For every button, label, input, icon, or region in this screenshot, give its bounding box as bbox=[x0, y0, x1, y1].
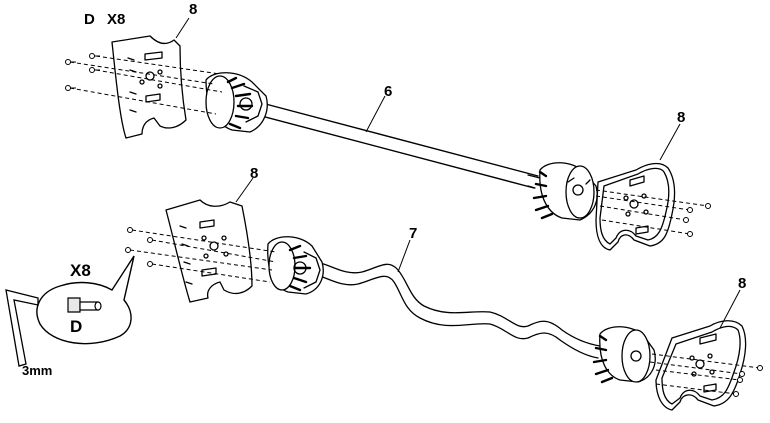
part-number-label: 8 bbox=[677, 110, 685, 125]
screw-icon bbox=[66, 60, 77, 65]
part-number-label: 8 bbox=[738, 276, 746, 291]
screw-icon bbox=[734, 392, 739, 397]
screw-icon bbox=[90, 68, 101, 73]
hex-key-icon bbox=[6, 290, 38, 366]
screw-icon bbox=[128, 228, 133, 233]
screw-icon bbox=[90, 54, 101, 59]
screw-icon bbox=[148, 238, 153, 243]
plate-top-right bbox=[596, 164, 675, 250]
screw-icon bbox=[148, 262, 153, 267]
callout-letter-label: D bbox=[70, 318, 82, 335]
curl-bar-left-collar bbox=[268, 237, 323, 294]
curl-bar bbox=[312, 262, 600, 358]
plate-mid-left bbox=[166, 200, 252, 302]
screw-icon bbox=[66, 86, 77, 91]
screw-icon bbox=[126, 248, 131, 253]
part-number-label: 8 bbox=[189, 2, 197, 17]
screw-icon bbox=[740, 372, 745, 377]
screw-icon bbox=[758, 366, 763, 371]
curl-bar-right-collar bbox=[594, 327, 655, 382]
callout-quantity-label: X8 bbox=[70, 262, 91, 279]
fastener-letter-label: D bbox=[84, 12, 95, 27]
straight-bar bbox=[254, 102, 540, 188]
hex-key-size-label: 3mm bbox=[22, 364, 52, 377]
part-number-label: 7 bbox=[409, 226, 417, 241]
plate-bottom-right bbox=[656, 321, 746, 410]
plate-top-left bbox=[112, 36, 186, 138]
fastener-quantity-label: X8 bbox=[107, 12, 125, 27]
straight-bar-left-collar bbox=[206, 73, 267, 132]
screw-icon bbox=[688, 232, 693, 237]
straight-bar-right-collar bbox=[534, 163, 597, 220]
part-number-label: 8 bbox=[250, 166, 258, 181]
screw-icon bbox=[684, 218, 689, 223]
screw-icon bbox=[738, 378, 743, 383]
screw-icon bbox=[688, 208, 693, 213]
screw-icon bbox=[706, 204, 711, 209]
part-number-label: 6 bbox=[384, 84, 392, 99]
